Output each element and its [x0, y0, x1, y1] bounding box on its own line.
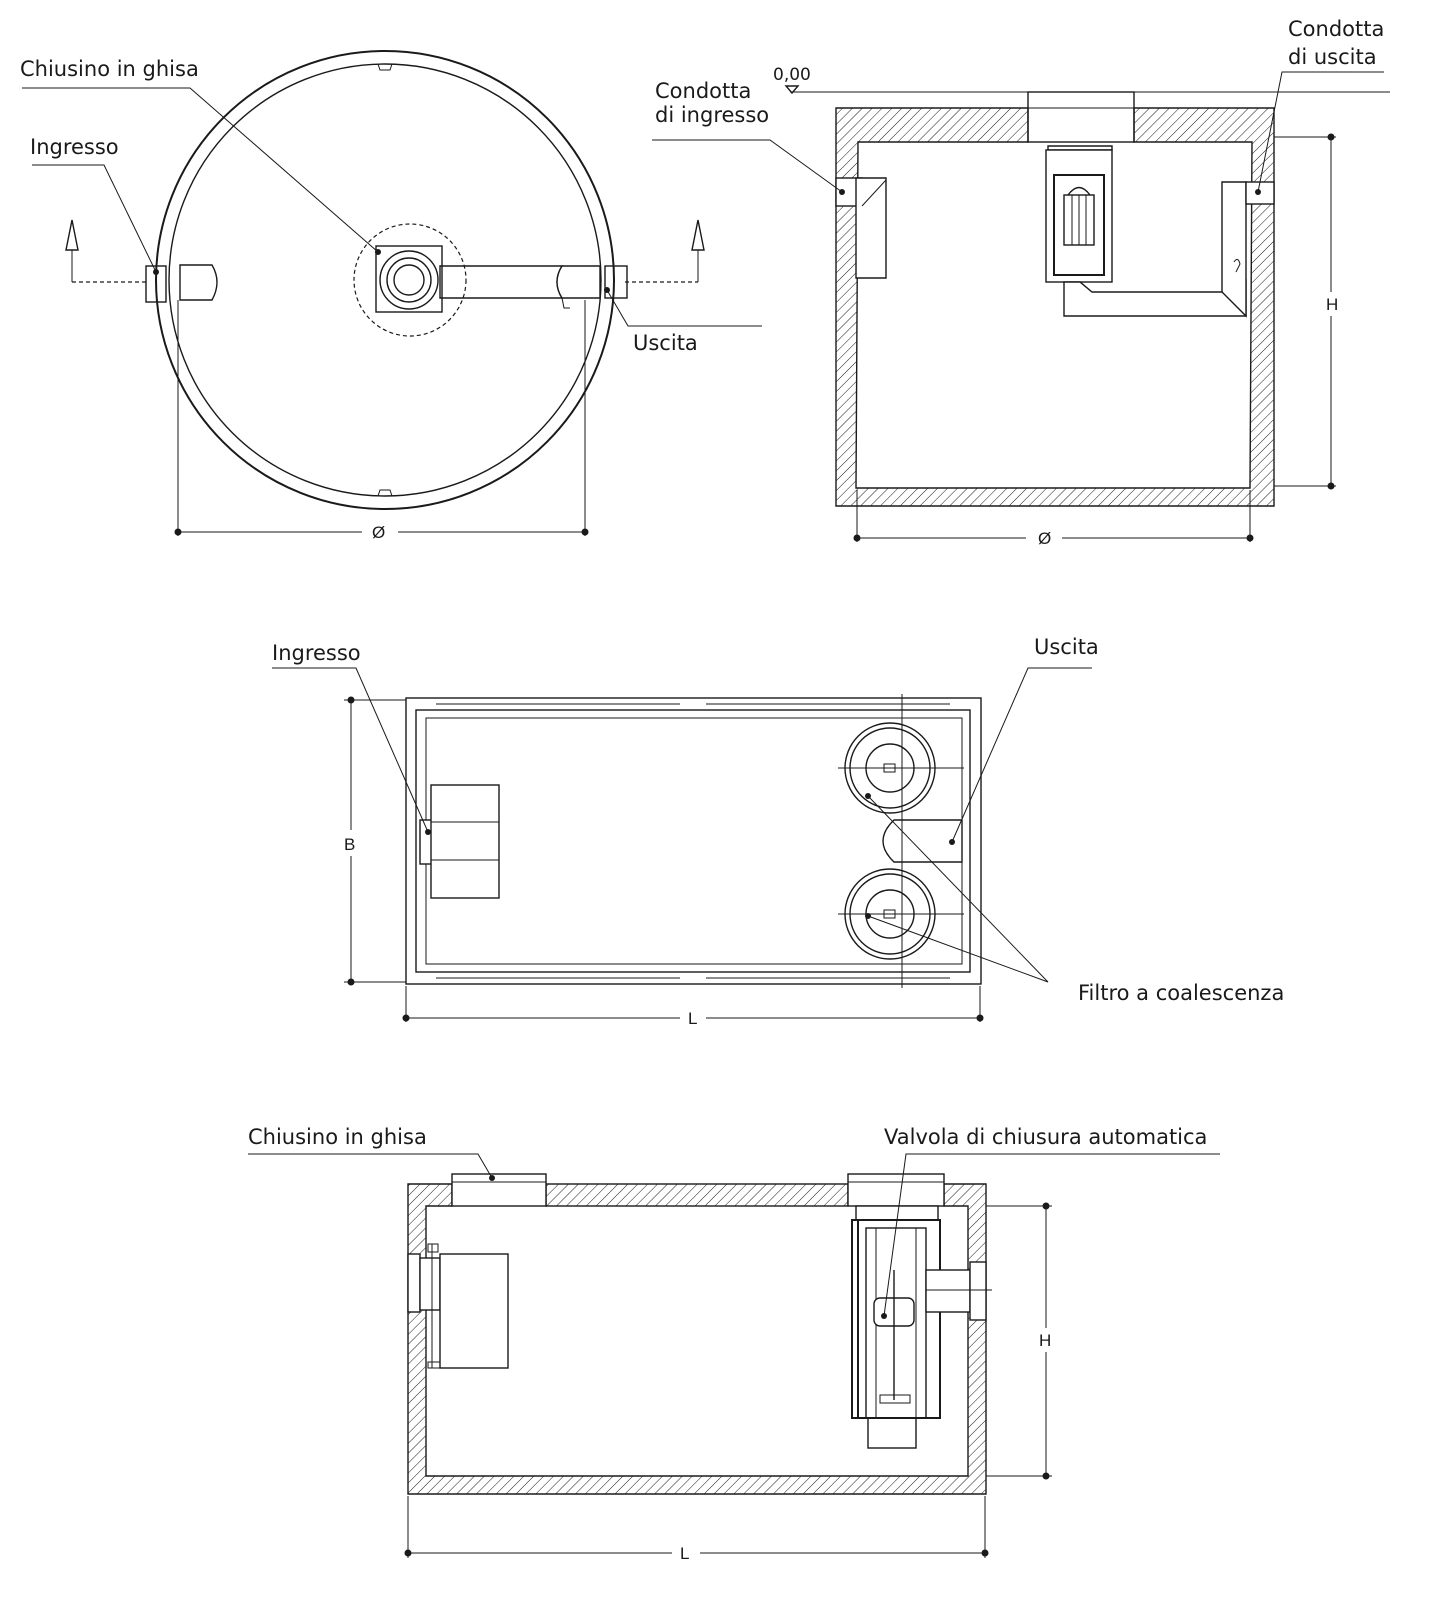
- inlet-leader-line: [32, 164, 157, 273]
- level-label: 0,00: [773, 65, 811, 85]
- section-rect-view: Chiusino in ghisa Valvola di chiusura au…: [248, 1125, 1220, 1563]
- section-marker-left: [65, 219, 148, 283]
- rect-inlet-leader: [272, 667, 429, 833]
- cover-left: [451, 1173, 547, 1207]
- outlet-pipe-stub: [604, 265, 628, 299]
- inlet-pipe-label-2: di ingresso: [655, 103, 769, 127]
- outlet-collector: [1063, 278, 1247, 317]
- section-round-view: 0,00 Condotta di ingresso: [652, 17, 1390, 548]
- outlet-riser: [1221, 181, 1247, 318]
- rect-inlet-label: Ingresso: [272, 641, 361, 665]
- height-label-round: H: [1326, 295, 1338, 314]
- rect-section-inlet-baffle: [439, 1253, 509, 1369]
- outlet-pipe-label-2: di uscita: [1288, 45, 1377, 69]
- rect-outlet-leader: [951, 667, 1092, 843]
- height-label-rect: H: [1039, 1331, 1051, 1350]
- length-label-section: L: [680, 1544, 689, 1563]
- cover-label: Chiusino in ghisa: [20, 57, 199, 81]
- filter-leader-1: [867, 795, 1049, 983]
- inlet-pipe-stub: [145, 265, 167, 303]
- valve-label: Valvola di chiusura automatica: [884, 1125, 1207, 1149]
- inlet-pipe-label-1: Condotta: [655, 79, 751, 103]
- rect-tank-outer: [405, 697, 982, 985]
- cover-right: [847, 1173, 945, 1207]
- rect-section-inlet: [407, 1253, 421, 1313]
- section-marker-right: [625, 219, 705, 283]
- outlet-leader-line: [606, 289, 762, 327]
- cover-outline: [353, 223, 467, 337]
- tank-outer-ring: [155, 50, 615, 510]
- plan-round-view: Chiusino in ghisa Ingresso Uscita Ø: [20, 50, 762, 542]
- diameter-label-plan: Ø: [372, 523, 385, 542]
- cover-leader-line: [22, 87, 379, 253]
- diameter-label-section: Ø: [1038, 529, 1051, 548]
- width-label: B: [344, 835, 355, 854]
- rect-inlet-baffle: [430, 784, 500, 899]
- rect-cover-label: Chiusino in ghisa: [248, 1125, 427, 1149]
- plan-rect-view: Ingresso Uscita Filtro a coalescenza B L: [272, 635, 1284, 1028]
- filter-label: Filtro a coalescenza: [1078, 981, 1284, 1005]
- rect-tank-inner: [415, 709, 971, 973]
- filter-leader-2: [867, 915, 1049, 983]
- rect-outlet-label: Uscita: [1034, 635, 1099, 659]
- inlet-label: Ingresso: [30, 135, 119, 159]
- outlet-pipe-run: [439, 265, 564, 299]
- inlet-baffle-section: [855, 177, 887, 279]
- length-label-plan: L: [688, 1009, 697, 1028]
- rect-outlet-pipe: [882, 819, 963, 863]
- outlet-label: Uscita: [633, 331, 698, 355]
- rect-section-outlet: [925, 1269, 971, 1313]
- valve-leader: [883, 1153, 1220, 1317]
- inlet-baffle: [179, 264, 218, 301]
- cover-frame: [375, 245, 443, 313]
- valve-assembly: [851, 1205, 941, 1449]
- outlet-pipe-label-1: Condotta: [1288, 17, 1384, 41]
- outlet-pipe-leader: [1257, 71, 1384, 193]
- tank-inner-ring: [168, 63, 602, 497]
- rect-cover-leader: [248, 1153, 493, 1179]
- rect-section-slab: [545, 1183, 849, 1207]
- manhole-shaft: [1027, 91, 1135, 143]
- inlet-pipe-leader: [652, 139, 843, 193]
- filter-insert-section: [1045, 145, 1113, 283]
